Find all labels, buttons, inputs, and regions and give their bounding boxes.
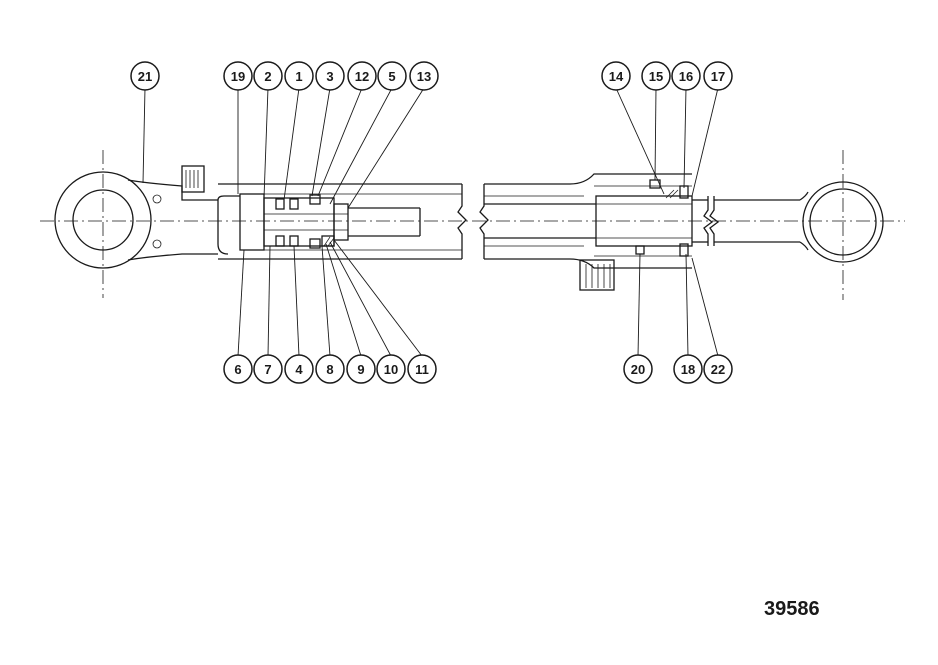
callout-14: 14 <box>601 61 631 91</box>
svg-text:3: 3 <box>326 69 333 84</box>
callout-8: 8 <box>315 354 345 384</box>
svg-text:19: 19 <box>231 69 245 84</box>
right-eye-end <box>799 181 884 263</box>
centerlines <box>40 150 905 300</box>
callout-20: 20 <box>623 354 653 384</box>
callout-22: 22 <box>703 354 733 384</box>
svg-text:21: 21 <box>138 69 152 84</box>
svg-text:12: 12 <box>355 69 369 84</box>
svg-text:8: 8 <box>326 362 333 377</box>
svg-text:14: 14 <box>609 69 624 84</box>
svg-text:11: 11 <box>415 362 429 377</box>
callout-1: 1 <box>284 61 314 91</box>
svg-text:22: 22 <box>711 362 725 377</box>
callout-11: 11 <box>407 354 437 384</box>
callout-7: 7 <box>253 354 283 384</box>
cylinder-barrel-right <box>479 173 693 291</box>
callout-5: 5 <box>377 61 407 91</box>
callout-9: 9 <box>346 354 376 384</box>
svg-text:18: 18 <box>681 362 695 377</box>
left-eye-end <box>54 165 240 269</box>
svg-text:4: 4 <box>295 362 303 377</box>
callout-3: 3 <box>315 61 345 91</box>
cylinder-barrel-left <box>218 183 467 260</box>
piston-rod <box>484 196 800 246</box>
callout-18: 18 <box>673 354 703 384</box>
svg-text:5: 5 <box>388 69 395 84</box>
svg-text:16: 16 <box>679 69 693 84</box>
leader-lines <box>142 87 719 357</box>
piston-assembly <box>239 193 421 251</box>
callout-2: 2 <box>253 61 283 91</box>
svg-text:6: 6 <box>234 362 241 377</box>
callout-4: 4 <box>284 354 314 384</box>
callout-19: 19 <box>223 61 253 91</box>
svg-text:9: 9 <box>357 362 364 377</box>
svg-text:20: 20 <box>631 362 645 377</box>
callout-16: 16 <box>671 61 701 91</box>
callout-12: 12 <box>347 61 377 91</box>
svg-text:13: 13 <box>417 69 431 84</box>
callout-21: 21 <box>130 61 160 91</box>
svg-text:17: 17 <box>711 69 725 84</box>
callout-15: 15 <box>641 61 671 91</box>
svg-text:7: 7 <box>264 362 271 377</box>
svg-text:1: 1 <box>295 69 302 84</box>
svg-text:10: 10 <box>384 362 398 377</box>
callout-17: 17 <box>703 61 733 91</box>
callout-group: 21 19 2 1 3 12 5 13 14 15 16 17 6 7 4 8 … <box>130 61 733 384</box>
callout-10: 10 <box>376 354 406 384</box>
figure-reference-number: 39586 <box>764 598 820 620</box>
callout-6: 6 <box>223 354 253 384</box>
svg-text:2: 2 <box>264 69 271 84</box>
callout-13: 13 <box>409 61 439 91</box>
svg-text:15: 15 <box>649 69 663 84</box>
